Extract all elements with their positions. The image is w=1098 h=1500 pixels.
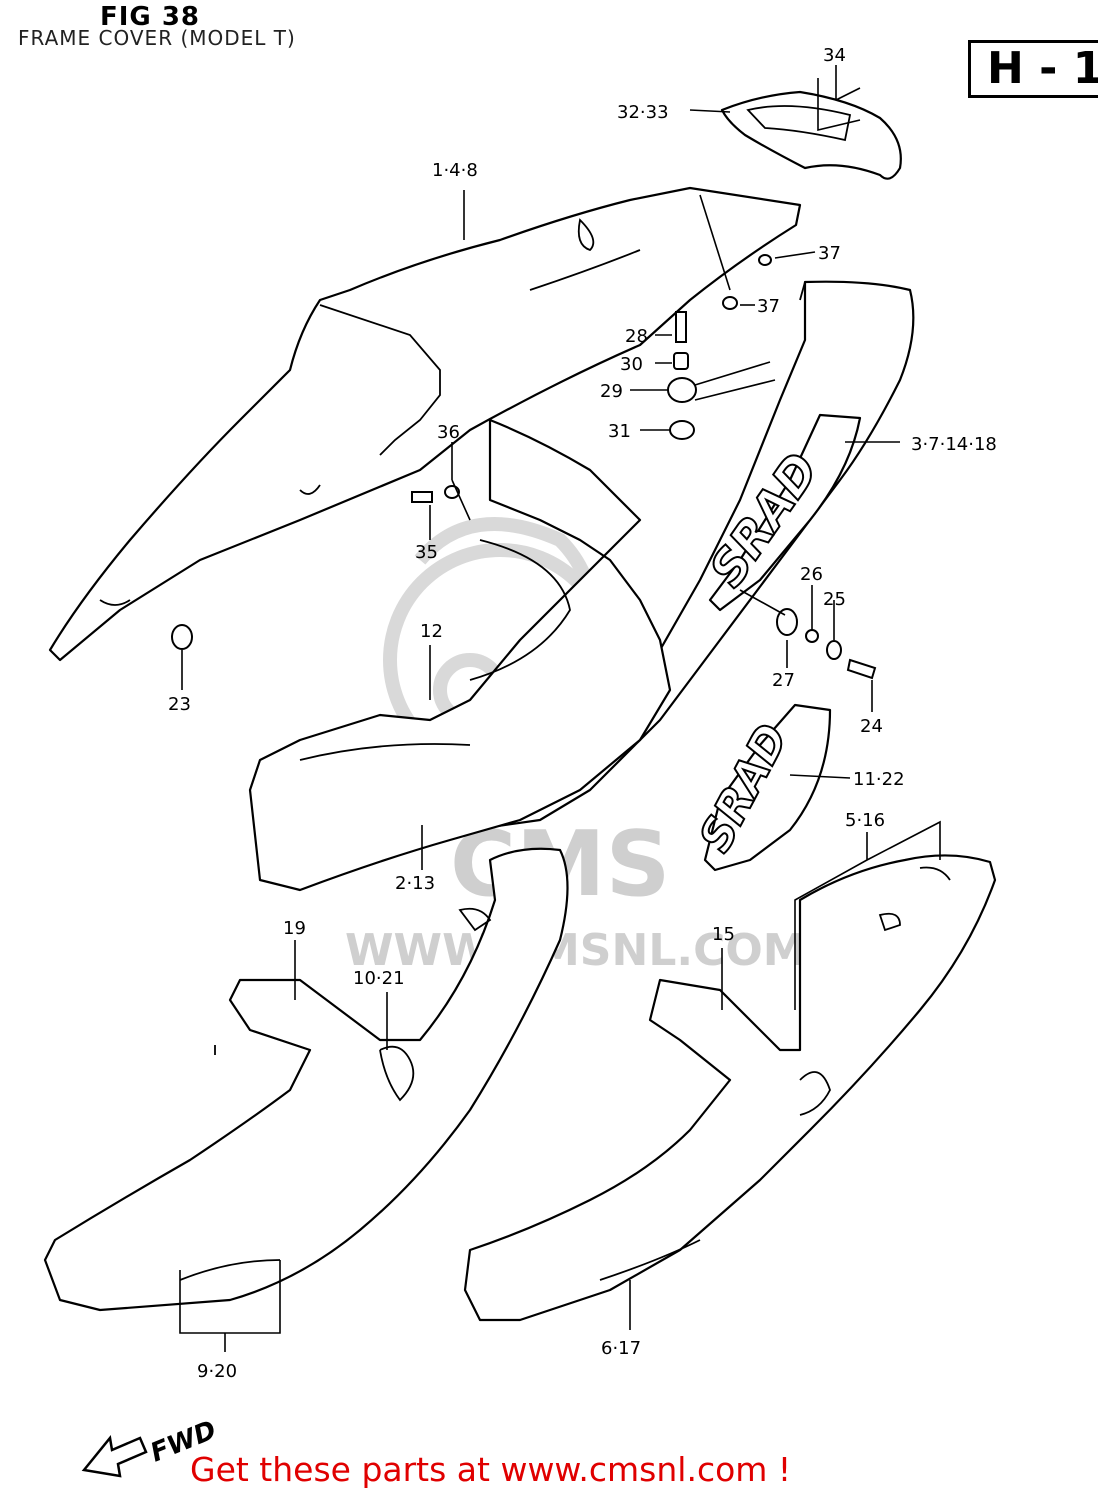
callout-labels: 34 32·33 1·4·8 37 37 28 30 29 31 36 3·7·…: [168, 45, 997, 1382]
callout-12: 12: [420, 621, 443, 642]
leader-lines: [179, 65, 941, 1352]
collar-26: [805, 629, 819, 643]
cushion-31: [669, 420, 695, 440]
bolt-24: [846, 658, 877, 680]
hardware: [171, 254, 877, 680]
callout-1-4-8: 1·4·8: [432, 160, 478, 181]
nut-30: [673, 352, 689, 370]
callout-35: 35: [415, 542, 438, 563]
callout-2-13: 2·13: [395, 873, 435, 894]
callout-29: 29: [600, 381, 623, 402]
part-left-side-cover: [43, 847, 569, 1312]
part-tail-cowl-tip: [720, 90, 902, 180]
callout-25: 25: [823, 589, 846, 610]
part-right-side-cover: [463, 854, 997, 1322]
callout-3-7-14-18: 3·7·14·18: [911, 434, 997, 455]
callout-19: 19: [283, 918, 306, 939]
callout-28: 28: [625, 326, 648, 347]
callout-36: 36: [437, 422, 460, 443]
screw-28: [675, 311, 687, 343]
callout-5-16: 5·16: [845, 810, 885, 831]
grommet-29: [667, 377, 697, 403]
screw-35: [411, 491, 433, 503]
grommet-23: [171, 624, 193, 650]
callout-27: 27: [772, 670, 795, 691]
callout-34: 34: [823, 45, 846, 66]
figure-title: FIG 38: [100, 2, 201, 32]
callout-37-top: 37: [818, 243, 841, 264]
callout-32-33: 32·33: [617, 102, 669, 123]
callout-9-20: 9·20: [197, 1361, 237, 1382]
figure-subtitle: FRAME COVER (MODEL T): [18, 26, 296, 50]
emblem-lower: SRAD: [689, 703, 832, 872]
cushion-27: [776, 608, 798, 636]
callout-6-17: 6·17: [601, 1338, 641, 1359]
callout-23: 23: [168, 694, 191, 715]
washer-25: [826, 640, 842, 660]
callout-26: 26: [800, 564, 823, 585]
part-seat-tail-cover: [48, 186, 802, 662]
callout-37-mid: 37: [757, 296, 780, 317]
fwd-arrow-icon: [81, 1435, 148, 1478]
callout-24: 24: [860, 716, 883, 737]
callout-10-21: 10·21: [353, 968, 405, 989]
section-box: H - 1: [968, 40, 1098, 98]
callout-31: 31: [608, 421, 631, 442]
watermark-url: WWW.CMSNL.COM: [345, 925, 807, 976]
screw-37b: [722, 296, 738, 310]
footer-link[interactable]: Get these parts at www.cmsnl.com !: [190, 1450, 792, 1489]
callout-11-22: 11·22: [853, 769, 905, 790]
screw-37a: [758, 254, 772, 266]
callout-15: 15: [712, 924, 735, 945]
part-center-lower-panel: [248, 418, 672, 892]
callout-30: 30: [620, 354, 643, 375]
